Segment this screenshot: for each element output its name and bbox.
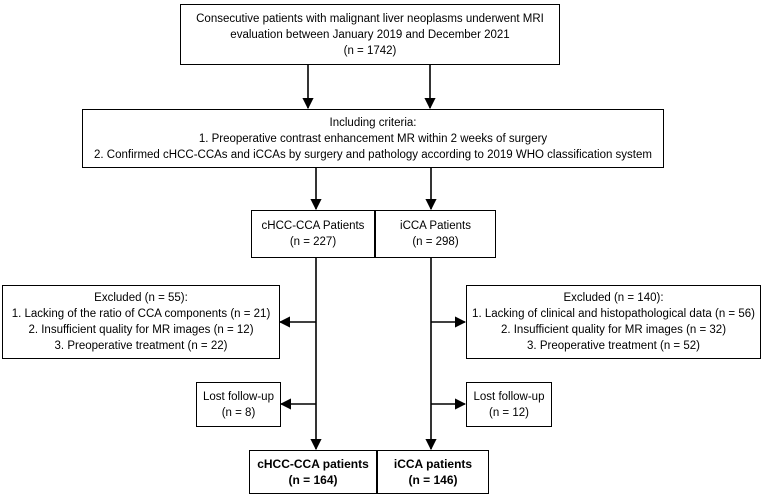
node-text: Consecutive patients with malignant live… xyxy=(196,12,544,25)
node-text: (n = 1742) xyxy=(343,44,397,57)
node-text: Excluded (n = 55): xyxy=(94,292,188,304)
node-lost-follow-up-left: Lost follow-up (n = 8) xyxy=(196,382,281,427)
node-text: Excluded (n = 140): xyxy=(563,292,664,304)
node-text: cHCC-CCA patients xyxy=(257,457,369,471)
node-text: iCCA patients xyxy=(393,457,473,471)
node-text: 3. Preoperative treatment (n = 52) xyxy=(527,340,700,352)
node-text: 1. Lacking of clinical and histopatholog… xyxy=(472,308,755,320)
node-text: (n = 298) xyxy=(412,236,459,248)
node-final-icca: iCCA patients (n = 146) xyxy=(377,450,489,494)
node-final-chcc-cca: cHCC-CCA patients (n = 164) xyxy=(249,450,377,494)
node-text: 2. Insufficient quality for MR images (n… xyxy=(500,324,727,336)
node-lost-follow-up-right: Lost follow-up (n = 12) xyxy=(466,382,552,427)
node-text: evaluation between January 2019 and Dece… xyxy=(230,28,510,41)
node-text: iCCA Patients xyxy=(400,220,471,232)
node-text: (n = 146) xyxy=(408,473,458,487)
node-text: 1. Lacking of the ratio of CCA component… xyxy=(11,308,271,320)
node-excluded-left: Excluded (n = 55): 1. Lacking of the rat… xyxy=(2,285,280,359)
node-icca-patients: iCCA Patients (n = 298) xyxy=(375,210,496,258)
node-text: 3. Preoperative treatment (n = 22) xyxy=(54,340,228,352)
node-text: Lost follow-up xyxy=(203,390,274,403)
node-text: (n = 12) xyxy=(489,406,529,419)
node-excluded-right: Excluded (n = 140): 1. Lacking of clinic… xyxy=(466,285,761,359)
node-consecutive-patients: Consecutive patients with malignant live… xyxy=(180,4,560,65)
node-text: (n = 164) xyxy=(288,473,338,487)
node-text: (n = 227) xyxy=(289,236,337,248)
node-text: 1. Preoperative contrast enhancement MR … xyxy=(198,132,548,145)
node-text: 2. Confirmed cHCC-CCAs and iCCAs by surg… xyxy=(94,148,652,161)
node-including-criteria: Including criteria: 1. Preoperative cont… xyxy=(82,109,664,168)
node-text: Lost follow-up xyxy=(473,390,545,403)
node-chcc-cca-patients: cHCC-CCA Patients (n = 227) xyxy=(251,210,375,258)
node-text: 2. Insufficient quality for MR images (n… xyxy=(28,324,254,336)
node-text: Including criteria: xyxy=(329,116,417,129)
node-text: cHCC-CCA Patients xyxy=(261,220,365,232)
node-text: (n = 8) xyxy=(221,406,256,419)
